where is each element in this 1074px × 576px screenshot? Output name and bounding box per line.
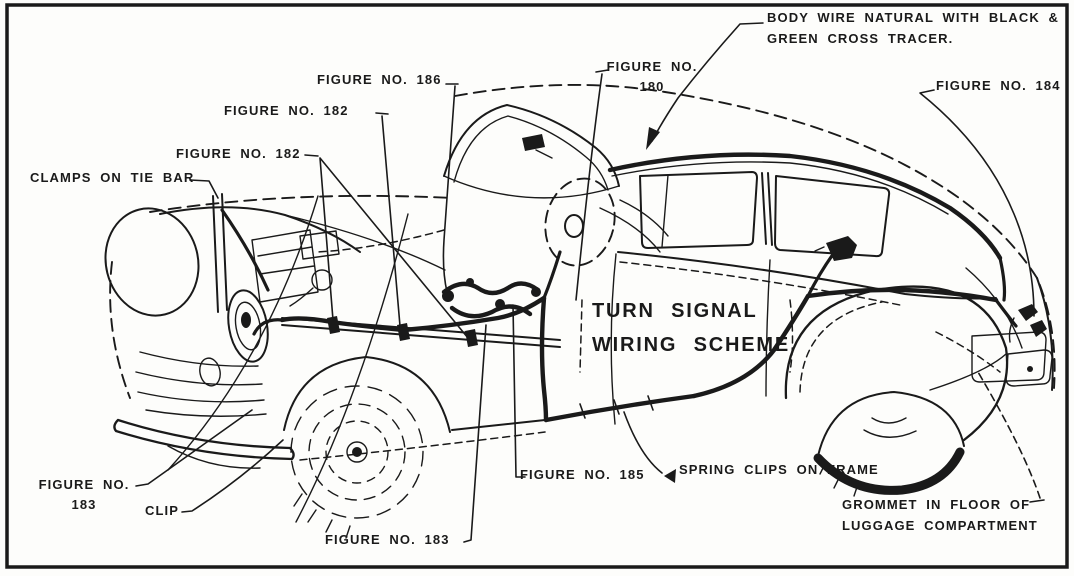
rear-wheel xyxy=(813,417,965,497)
label-figure-183-left-line2: 183 xyxy=(71,497,97,512)
label-figure-180: FIGURE NO. 180 xyxy=(597,57,707,97)
label-figure-183-left: FIGURE NO. 183 xyxy=(34,475,134,515)
label-figure-182-upper: FIGURE NO. 182 xyxy=(224,103,349,118)
car-outline xyxy=(104,104,1054,523)
callout-body-wire: BODY WIRE NATURAL WITH BLACK & GREEN CRO… xyxy=(767,7,1059,49)
front-wheel xyxy=(290,385,424,539)
label-figure-186: FIGURE NO. 186 xyxy=(317,72,442,87)
label-spring-clips-on-frame: SPRING CLIPS ON FRAME xyxy=(679,462,879,477)
label-figure-182-lower: FIGURE NO. 182 xyxy=(176,146,301,161)
phantom-silhouette xyxy=(109,83,1056,461)
label-figure-185: FIGURE NO. 185 xyxy=(520,467,645,482)
label-figure-180-line2: 180 xyxy=(639,79,665,94)
page-border xyxy=(5,3,1069,569)
caption-line1: TURN SIGNAL xyxy=(592,300,758,322)
callout-body-wire-line1: BODY WIRE NATURAL WITH BLACK & xyxy=(767,10,1060,25)
label-clip: CLIP xyxy=(145,503,180,518)
label-clamps-on-tie-bar: CLAMPS ON TIE BAR xyxy=(30,170,195,185)
diagram-caption: TURN SIGNAL WIRING SCHEME xyxy=(592,294,790,362)
label-grommet-line1: GROMMET IN FLOOR OF xyxy=(842,497,1031,512)
label-figure-183-bottom: FIGURE NO. 183 xyxy=(325,532,450,547)
label-figure-184: FIGURE NO. 184 xyxy=(936,78,1061,93)
callout-body-wire-line2: GREEN CROSS TRACER. xyxy=(767,31,954,46)
label-figure-183-left-line1: FIGURE NO. xyxy=(38,477,130,492)
label-grommet-line2: LUGGAGE COMPARTMENT xyxy=(842,518,1038,533)
wiring-harness xyxy=(252,152,1018,423)
label-figure-180-line1: FIGURE NO. xyxy=(606,59,698,74)
caption-line2: WIRING SCHEME xyxy=(592,334,790,356)
label-grommet: GROMMET IN FLOOR OF LUGGAGE COMPARTMENT xyxy=(842,494,1038,536)
leader-lines xyxy=(135,22,1045,543)
